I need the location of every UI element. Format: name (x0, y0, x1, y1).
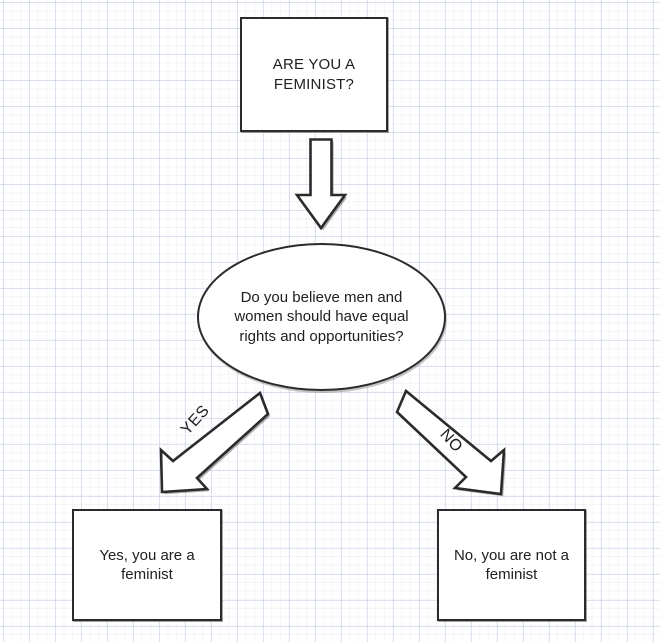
flowchart-node-start: ARE YOU A FEMINIST? (240, 17, 388, 132)
node-start-label: ARE YOU A FEMINIST? (272, 56, 356, 93)
node-decision-label: Do you believe men and women should have… (234, 289, 409, 345)
connector-decision-to-no (392, 386, 517, 506)
flowchart-node-no-result: No, you are not a feminist (437, 509, 586, 621)
block-arrow-down-right-icon (395, 388, 507, 497)
block-arrow-down-left-icon (159, 390, 271, 495)
flowchart-node-yes-result: Yes, you are a feminist (72, 509, 222, 621)
flowchart-node-decision: Do you believe men and women should have… (197, 243, 446, 391)
node-no-result-label: No, you are not a feminist (453, 546, 570, 583)
connector-decision-to-yes (150, 388, 272, 503)
block-arrow-down-icon (294, 138, 348, 231)
node-yes-result-label: Yes, you are a feminist (99, 546, 195, 583)
connector-start-to-decision (292, 136, 350, 232)
